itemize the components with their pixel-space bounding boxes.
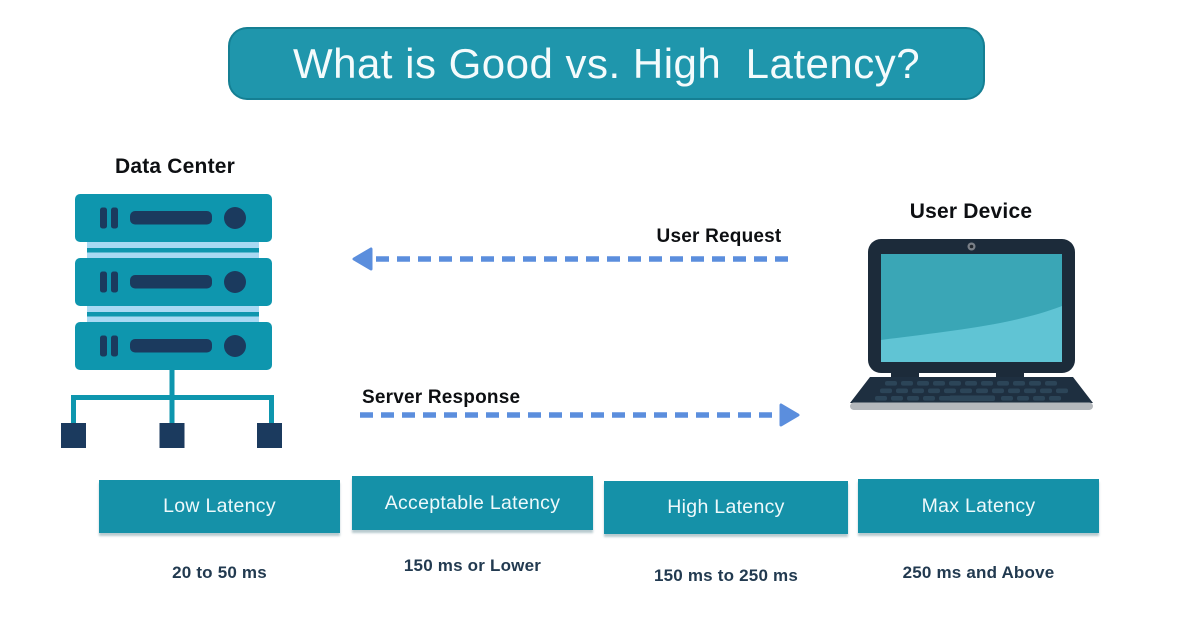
latency-box-label: Max Latency [921, 494, 1036, 517]
laptop-screen-icon [868, 239, 1075, 379]
page-title: What is Good vs. High Latency? [292, 39, 921, 87]
latency-value-max: 250 ms and Above [902, 563, 1055, 582]
latency-box-max: Max Latency [858, 479, 1099, 533]
latency-value-low: 20 to 50 ms [172, 563, 267, 582]
data-center-label: Data Center [114, 155, 236, 178]
latency-box-label: Acceptable Latency [384, 491, 561, 514]
latency-box-acceptable: Acceptable Latency [352, 476, 593, 530]
latency-box-low: Low Latency [99, 480, 340, 533]
latency-box-label: High Latency [667, 496, 785, 518]
server-response-label: Server Response [362, 387, 521, 408]
laptop-keyboard-icon [850, 377, 1093, 410]
server-response-arrow-icon [360, 403, 800, 427]
latency-value-high: 150 ms to 250 ms [653, 566, 798, 585]
user-request-arrow-icon [352, 247, 793, 271]
title-banner: What is Good vs. High Latency? [228, 27, 985, 100]
user-request-label: User Request [656, 226, 782, 247]
server-rack-icon [61, 194, 282, 448]
user-device-label: User Device [909, 200, 1033, 223]
touchpad-icon [949, 395, 995, 401]
latency-box-high: High Latency [604, 481, 848, 534]
rack-unit-icon [75, 194, 272, 242]
latency-box-label: Low Latency [163, 495, 276, 517]
network-connector-lines [61, 370, 282, 448]
rack-unit-icon [75, 322, 272, 370]
rack-unit-icon [75, 258, 272, 306]
latency-value-acceptable: 150 ms or Lower [403, 556, 542, 575]
laptop-icon [850, 239, 1093, 410]
